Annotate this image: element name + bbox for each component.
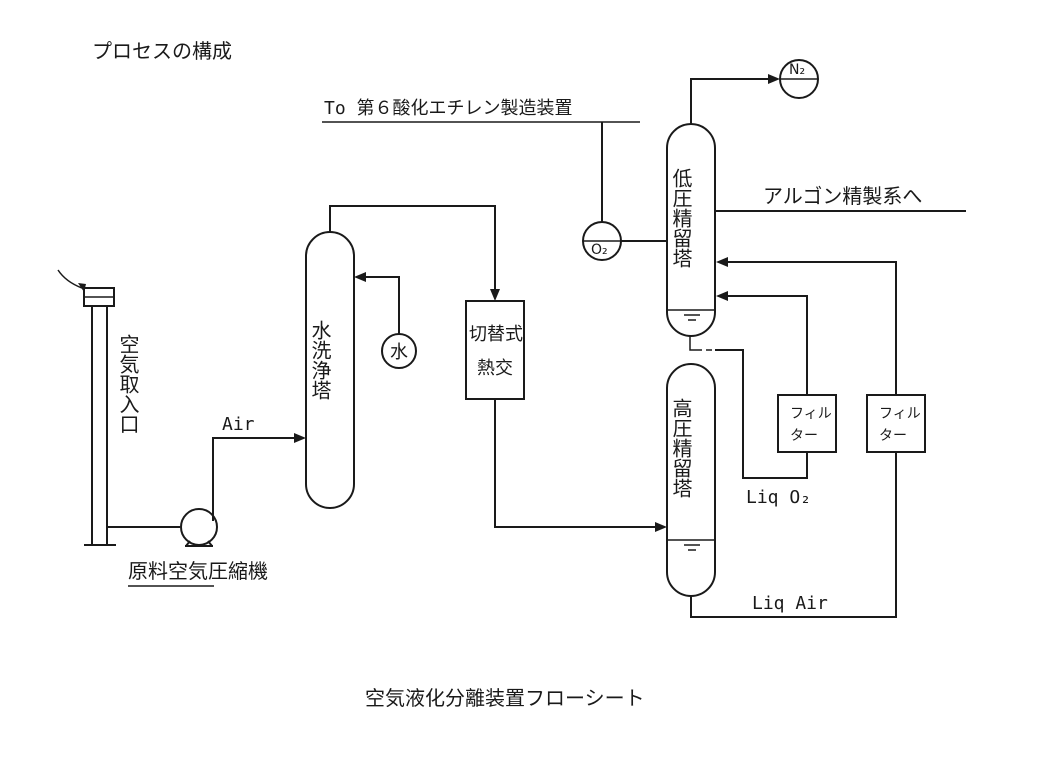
water-label: 水 [390,342,408,363]
compressor [180,508,218,547]
lp-column-label: 低圧精留塔 [669,168,693,268]
n2-label: N₂ [789,62,805,78]
pipe-tower-to-exchanger [329,205,496,296]
filter1-label-1: フィル [790,406,832,422]
pipe-filter1-to-lp-column [723,295,808,395]
air-intake-stack [57,269,116,546]
condenser-reboiler [667,309,715,351]
filter2-label-1: フィル [879,406,921,422]
arrow-n2 [768,74,780,84]
pipe-lp-column-to-n2 [690,78,774,124]
pipe-exchanger-to-hp-column [494,399,660,528]
liq-o2-label: Liq O₂ [746,487,811,508]
filter1-label-2: ター [790,428,818,444]
filter2-label-2: ター [879,428,907,444]
page-title: プロセスの構成 [92,39,232,63]
argon-label: アルゴン精製系へ [763,184,922,208]
arrow-filter1 [716,291,728,301]
pipe-liq-air [690,452,897,618]
pipe-liq-o2 [715,349,808,479]
wash-tower-label: 水洗浄塔 [308,320,332,400]
liq-air-label: Liq Air [752,593,828,614]
hp-column-label: 高圧精留塔 [669,398,693,498]
diagram-caption: 空気液化分離装置フローシート [365,686,645,710]
arrow-water [354,272,366,282]
pipe-air-to-wash-tower [212,437,302,521]
o2-label: O₂ [591,242,608,258]
exchanger-label-2: 熱交 [477,358,513,379]
air-intake-label: 空気取入口 [116,334,140,434]
to-ethylene-oxide-label: To 第６酸化エチレン製造装置 [324,98,573,119]
pipe-filter2-to-lp-column [723,261,897,395]
arrow-to-exchanger [490,289,500,301]
hp-column-liquid-level [667,539,715,551]
arrow-to-hp-column [655,522,667,532]
pipe-water-to-tower [358,276,400,334]
exchanger-label-1: 切替式 [469,324,523,345]
switching-heat-exchanger [465,300,525,400]
air-label: Air [222,414,255,435]
arrow-air [294,433,306,443]
compressor-label: 原料空気圧縮機 [128,559,268,583]
arrow-filter2 [716,257,728,267]
